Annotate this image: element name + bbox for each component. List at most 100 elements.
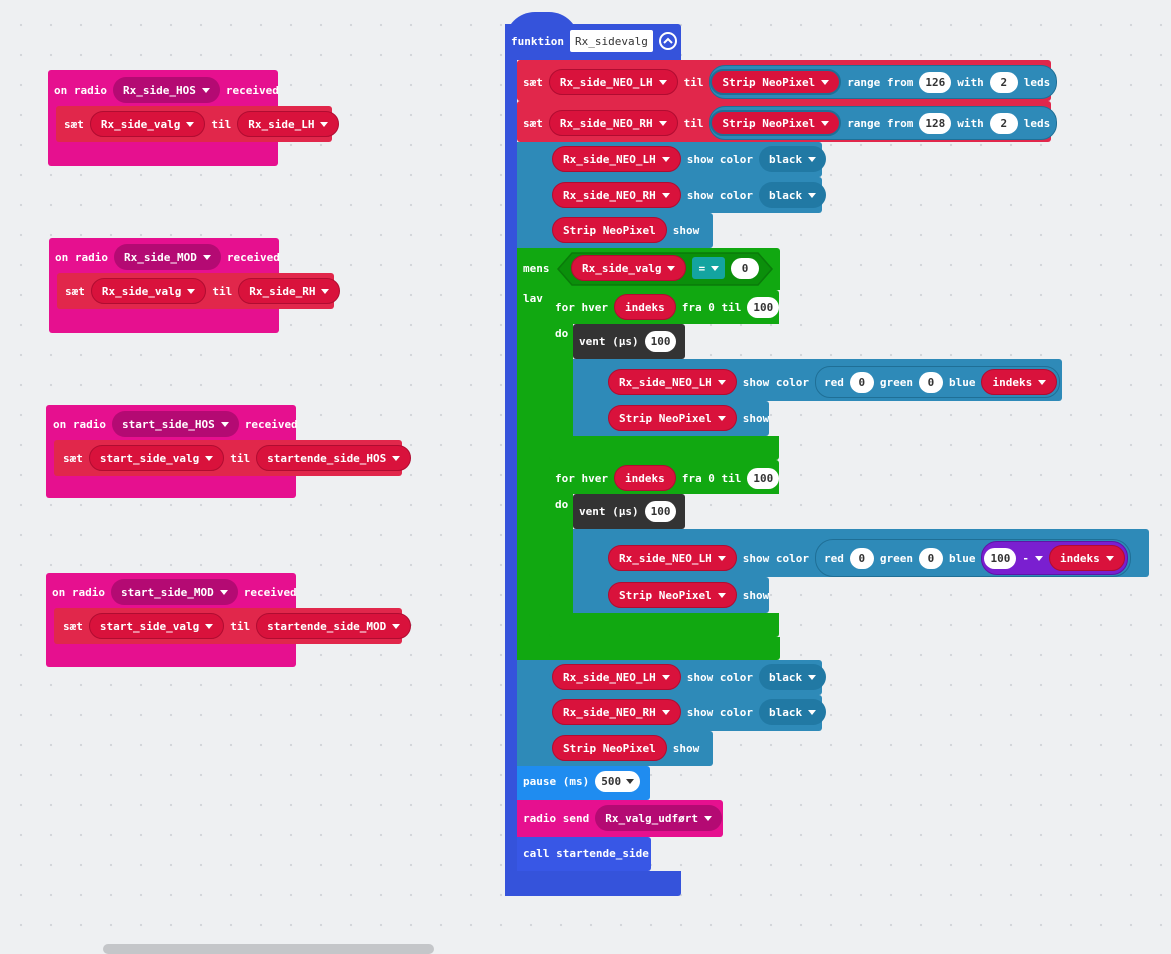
function-name-input[interactable]: Rx_sidevalg [569,30,653,52]
operator-dropdown[interactable]: - [1022,552,1043,565]
for-loop-1-footer [549,436,779,460]
value-dropdown[interactable]: startende_side_MOD [256,613,412,639]
strip-dropdown[interactable]: Strip NeoPixel [608,582,737,608]
loop-2-neopixel-spine [573,529,607,613]
show-color-row-4: Rx_side_NEO_RH show color black [552,699,827,725]
condition-var-dropdown[interactable]: Rx_side_valg [571,255,687,281]
subtrahend-var-dropdown[interactable]: indeks [1048,545,1125,571]
call-row: call startende_side [523,847,649,860]
chevron-down-icon [392,455,401,461]
loop-end-input[interactable]: 100 [747,467,780,489]
color-dropdown[interactable]: black [758,664,827,690]
var-dropdown[interactable]: Rx_side_NEO_LH [548,69,678,95]
chevron-down-icon [808,192,817,198]
neopixel-group-1-spine [517,142,549,248]
red-input[interactable]: 0 [849,371,874,393]
range-count-input[interactable]: 2 [989,71,1018,93]
chevron-down-icon [392,623,401,629]
while-label: mens [523,262,550,275]
rgb-block[interactable]: red 0 green 0 blue 100 - indeks [814,539,1131,577]
for-loop-2-row: for hver indeks fra 0 til 100 [555,465,780,491]
loop-1-neopixel-spine [573,359,607,436]
radio-send-row: radio send Rx_valg_udført [523,805,722,831]
set-row-1: sæt Rx_side_NEO_LH til Strip NeoPixel ra… [523,65,1058,99]
value-dropdown[interactable]: startende_side_HOS [256,445,412,471]
chevron-down-icon [717,379,726,385]
range-from-input[interactable]: 126 [919,71,952,93]
chevron-down-icon [1038,379,1047,385]
chevron-down-icon [219,589,228,595]
set-var-dropdown[interactable]: start_side_valg [88,445,225,471]
for-loop-2-footer [549,613,779,637]
chevron-down-icon [808,674,817,680]
var-dropdown[interactable]: Rx_side_NEO_LH [608,369,737,395]
chevron-down-icon [201,87,210,93]
chevron-down-icon [711,265,720,271]
function-footer [505,871,681,896]
minuend-input[interactable]: 100 [984,547,1017,569]
color-dropdown[interactable]: black [758,182,827,208]
loop-var[interactable]: indeks [613,294,676,320]
chevron-down-icon [661,192,670,198]
value-dropdown[interactable]: Rx_side_RH [238,278,341,304]
color-dropdown[interactable]: black [758,146,827,172]
green-input[interactable]: 0 [918,547,943,569]
strip-dropdown[interactable]: Strip NeoPixel [552,735,667,761]
var-dropdown[interactable]: Rx_side_NEO_LH [552,146,681,172]
red-input[interactable]: 0 [849,547,874,569]
loop-end-input[interactable]: 100 [747,296,780,318]
var-dropdown[interactable]: Rx_side_NEO_LH [552,664,681,690]
pause-value-dropdown[interactable]: 500 [595,771,641,792]
for-loop-1-spine [549,290,573,460]
strip-show-row-4: Strip NeoPixel show [552,735,699,761]
event-var-dropdown[interactable]: Rx_side_HOS [112,77,220,103]
set-var-dropdown[interactable]: Rx_side_valg [89,111,206,137]
neopixel-group-2-spine [517,660,549,766]
blue-var-dropdown[interactable]: indeks [981,369,1058,395]
range-count-input[interactable]: 2 [989,112,1018,134]
for-loop-2-spine [549,460,573,637]
radio-send-value-dropdown[interactable]: Rx_valg_udført [595,805,722,831]
event-var-dropdown[interactable]: start_side_HOS [111,411,239,437]
chevron-up-icon [663,37,673,44]
minus-expression[interactable]: 100 - indeks [981,541,1128,575]
value-dropdown[interactable]: Rx_side_LH [237,111,340,137]
show-color-row-2: Rx_side_NEO_RH show color black [552,182,827,208]
chevron-down-icon [658,79,667,85]
var-dropdown[interactable]: Rx_side_NEO_RH [552,182,681,208]
set-var-dropdown[interactable]: Rx_side_valg [90,278,207,304]
chevron-down-icon [205,623,214,629]
strip-dropdown[interactable]: Strip NeoPixel [710,110,842,136]
collapse-chevron-up-icon[interactable] [658,32,677,50]
range-from-input[interactable]: 128 [919,112,952,134]
event-var-dropdown[interactable]: start_side_MOD [110,579,238,605]
strip-dropdown[interactable]: Strip NeoPixel [552,217,667,243]
green-input[interactable]: 0 [918,371,943,393]
chevron-down-icon [187,288,196,294]
var-dropdown[interactable]: Rx_side_NEO_RH [548,110,678,136]
call-block[interactable] [517,837,651,871]
var-dropdown[interactable]: Rx_side_NEO_LH [608,545,737,571]
strip-dropdown[interactable]: Strip NeoPixel [710,69,842,95]
strip-dropdown[interactable]: Strip NeoPixel [608,405,737,431]
wait-value-input[interactable]: 100 [644,331,677,352]
show-color-row-3: Rx_side_NEO_LH show color black [552,664,827,690]
event-var-dropdown[interactable]: Rx_side_MOD [113,244,221,270]
chevron-down-icon [186,121,195,127]
wait-value-input[interactable]: 100 [644,501,677,522]
loop-var[interactable]: indeks [613,465,676,491]
rgb-block[interactable]: red 0 green 0 blue indeks [814,366,1061,398]
horizontal-scrollbar[interactable] [103,944,434,954]
var-dropdown[interactable]: Rx_side_NEO_RH [552,699,681,725]
radio-event-header: on radio Rx_side_HOS received [54,77,279,103]
color-dropdown[interactable]: black [758,699,827,725]
compare-value-input[interactable]: 0 [731,257,760,279]
range-block[interactable]: Strip NeoPixel range from 126 with 2 led… [709,65,1058,99]
set-var-dropdown[interactable]: start_side_valg [88,613,225,639]
chevron-down-icon [808,709,817,715]
compare-operator-dropdown[interactable]: = [692,257,726,279]
range-block[interactable]: Strip NeoPixel range from 128 with 2 led… [709,106,1058,140]
set-block-row: sæt Rx_side_valg til Rx_side_RH [65,278,341,304]
chevron-down-icon [626,779,635,784]
chevron-down-icon [717,415,726,421]
